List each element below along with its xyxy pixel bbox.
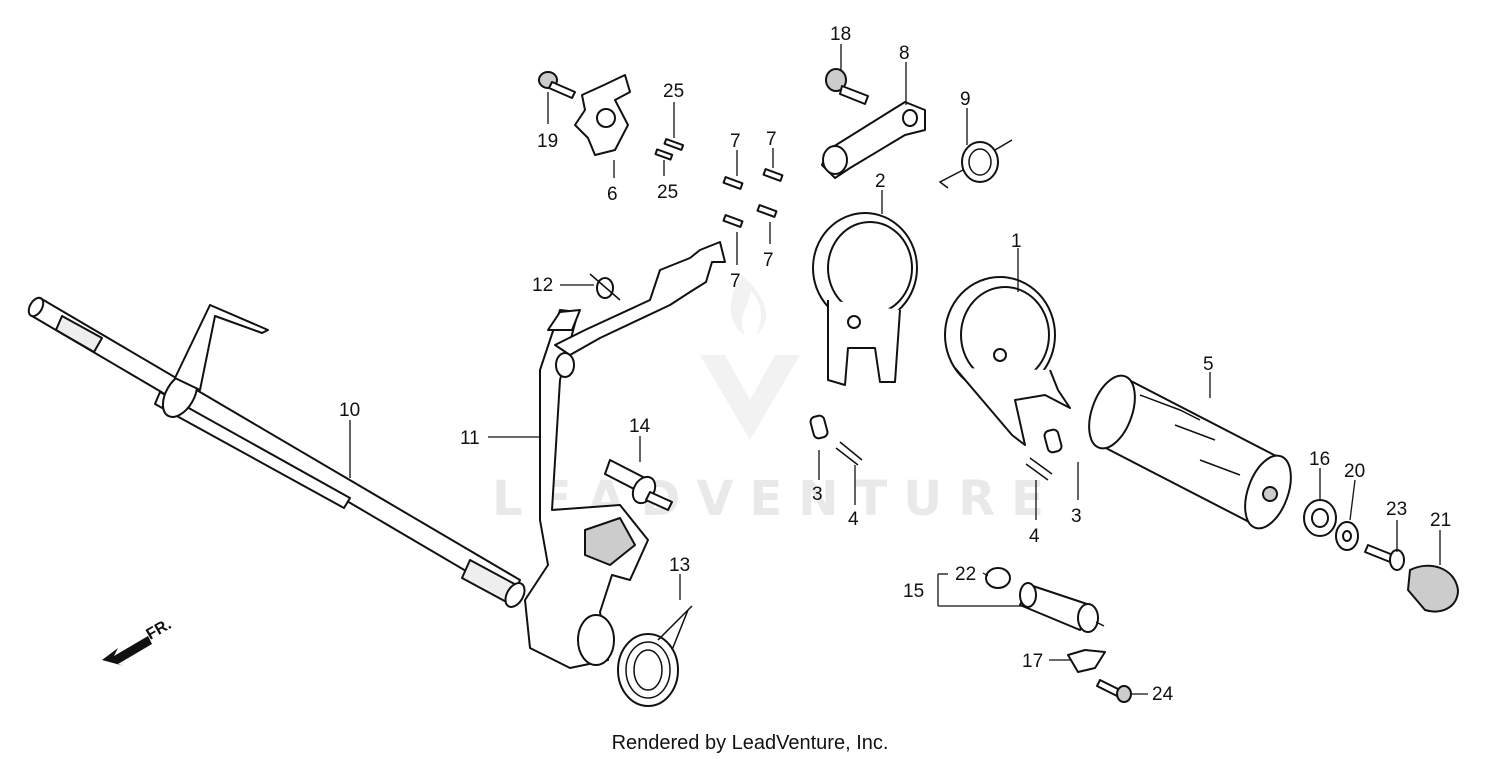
callout-10: 10	[339, 400, 360, 421]
callout-2: 2	[875, 171, 886, 192]
part-16-plate	[1303, 499, 1337, 537]
part-8-stopper-arm	[821, 101, 926, 179]
callout-7c: 7	[730, 271, 741, 292]
part-19-bolt	[538, 71, 576, 99]
callout-25a: 25	[663, 81, 684, 102]
part-18-bolt	[825, 68, 869, 105]
part-13-return-spring	[617, 605, 693, 707]
part-22-circlip	[985, 567, 1011, 589]
callout-11: 11	[460, 428, 480, 449]
callout-3b: 3	[1071, 506, 1082, 527]
callout-1: 1	[1011, 231, 1022, 252]
callout-7b: 7	[766, 129, 777, 150]
callout-labels: 1 2 3 4 4 3 5 6 7 7 7 7 8 9 10 11 12 13 …	[339, 24, 1451, 705]
part-23-bolt	[1364, 544, 1405, 571]
callout-20: 20	[1344, 461, 1365, 482]
part-2-shift-fork	[812, 212, 918, 386]
callout-13: 13	[669, 555, 690, 576]
leader-lines	[349, 44, 1441, 695]
callout-19: 19	[537, 131, 558, 152]
callout-7d: 7	[763, 250, 774, 271]
part-25-pins	[654, 138, 685, 161]
footer-credit: Rendered by LeadVenture, Inc.	[612, 732, 889, 754]
part-15-shaft-assy	[1019, 582, 1105, 633]
callout-24: 24	[1152, 684, 1174, 705]
part-6-stopper-plate	[574, 74, 631, 156]
part-21-cap	[1407, 564, 1459, 613]
callout-3a: 3	[812, 484, 823, 505]
callout-5: 5	[1203, 354, 1214, 375]
callout-4a: 4	[848, 509, 859, 530]
part-14-pivot-bolt	[604, 459, 673, 511]
callout-25b: 25	[657, 182, 678, 203]
callout-17: 17	[1022, 651, 1043, 672]
callout-22: 22	[955, 564, 976, 585]
part-20-washer	[1335, 521, 1359, 551]
part-9-spring	[938, 139, 1013, 189]
watermark-logo	[700, 275, 800, 440]
callout-8: 8	[899, 43, 910, 64]
callout-14: 14	[629, 416, 651, 437]
callout-6: 6	[607, 184, 618, 205]
shift-plate	[547, 241, 726, 356]
callout-23: 23	[1386, 499, 1407, 520]
callout-9: 9	[960, 89, 971, 110]
front-arrow: FR.	[102, 616, 174, 666]
part-7-pins	[722, 168, 784, 228]
part-10-shift-shaft	[27, 296, 526, 608]
callout-16: 16	[1309, 449, 1330, 470]
callout-4b: 4	[1029, 526, 1040, 547]
callout-21: 21	[1430, 510, 1451, 531]
callout-18: 18	[830, 24, 851, 45]
part-24-bolt	[1096, 679, 1132, 703]
part-17-clip	[1067, 649, 1106, 673]
part-5-shift-drum	[1088, 374, 1292, 530]
part-3-4-pins-clips	[809, 414, 1063, 481]
part-11-shift-arm	[524, 309, 649, 669]
callout-12: 12	[532, 275, 553, 296]
part-12-collar	[589, 273, 621, 301]
callout-7a: 7	[730, 131, 741, 152]
part-1-shift-fork	[944, 276, 1071, 446]
callout-15: 15	[903, 581, 924, 602]
